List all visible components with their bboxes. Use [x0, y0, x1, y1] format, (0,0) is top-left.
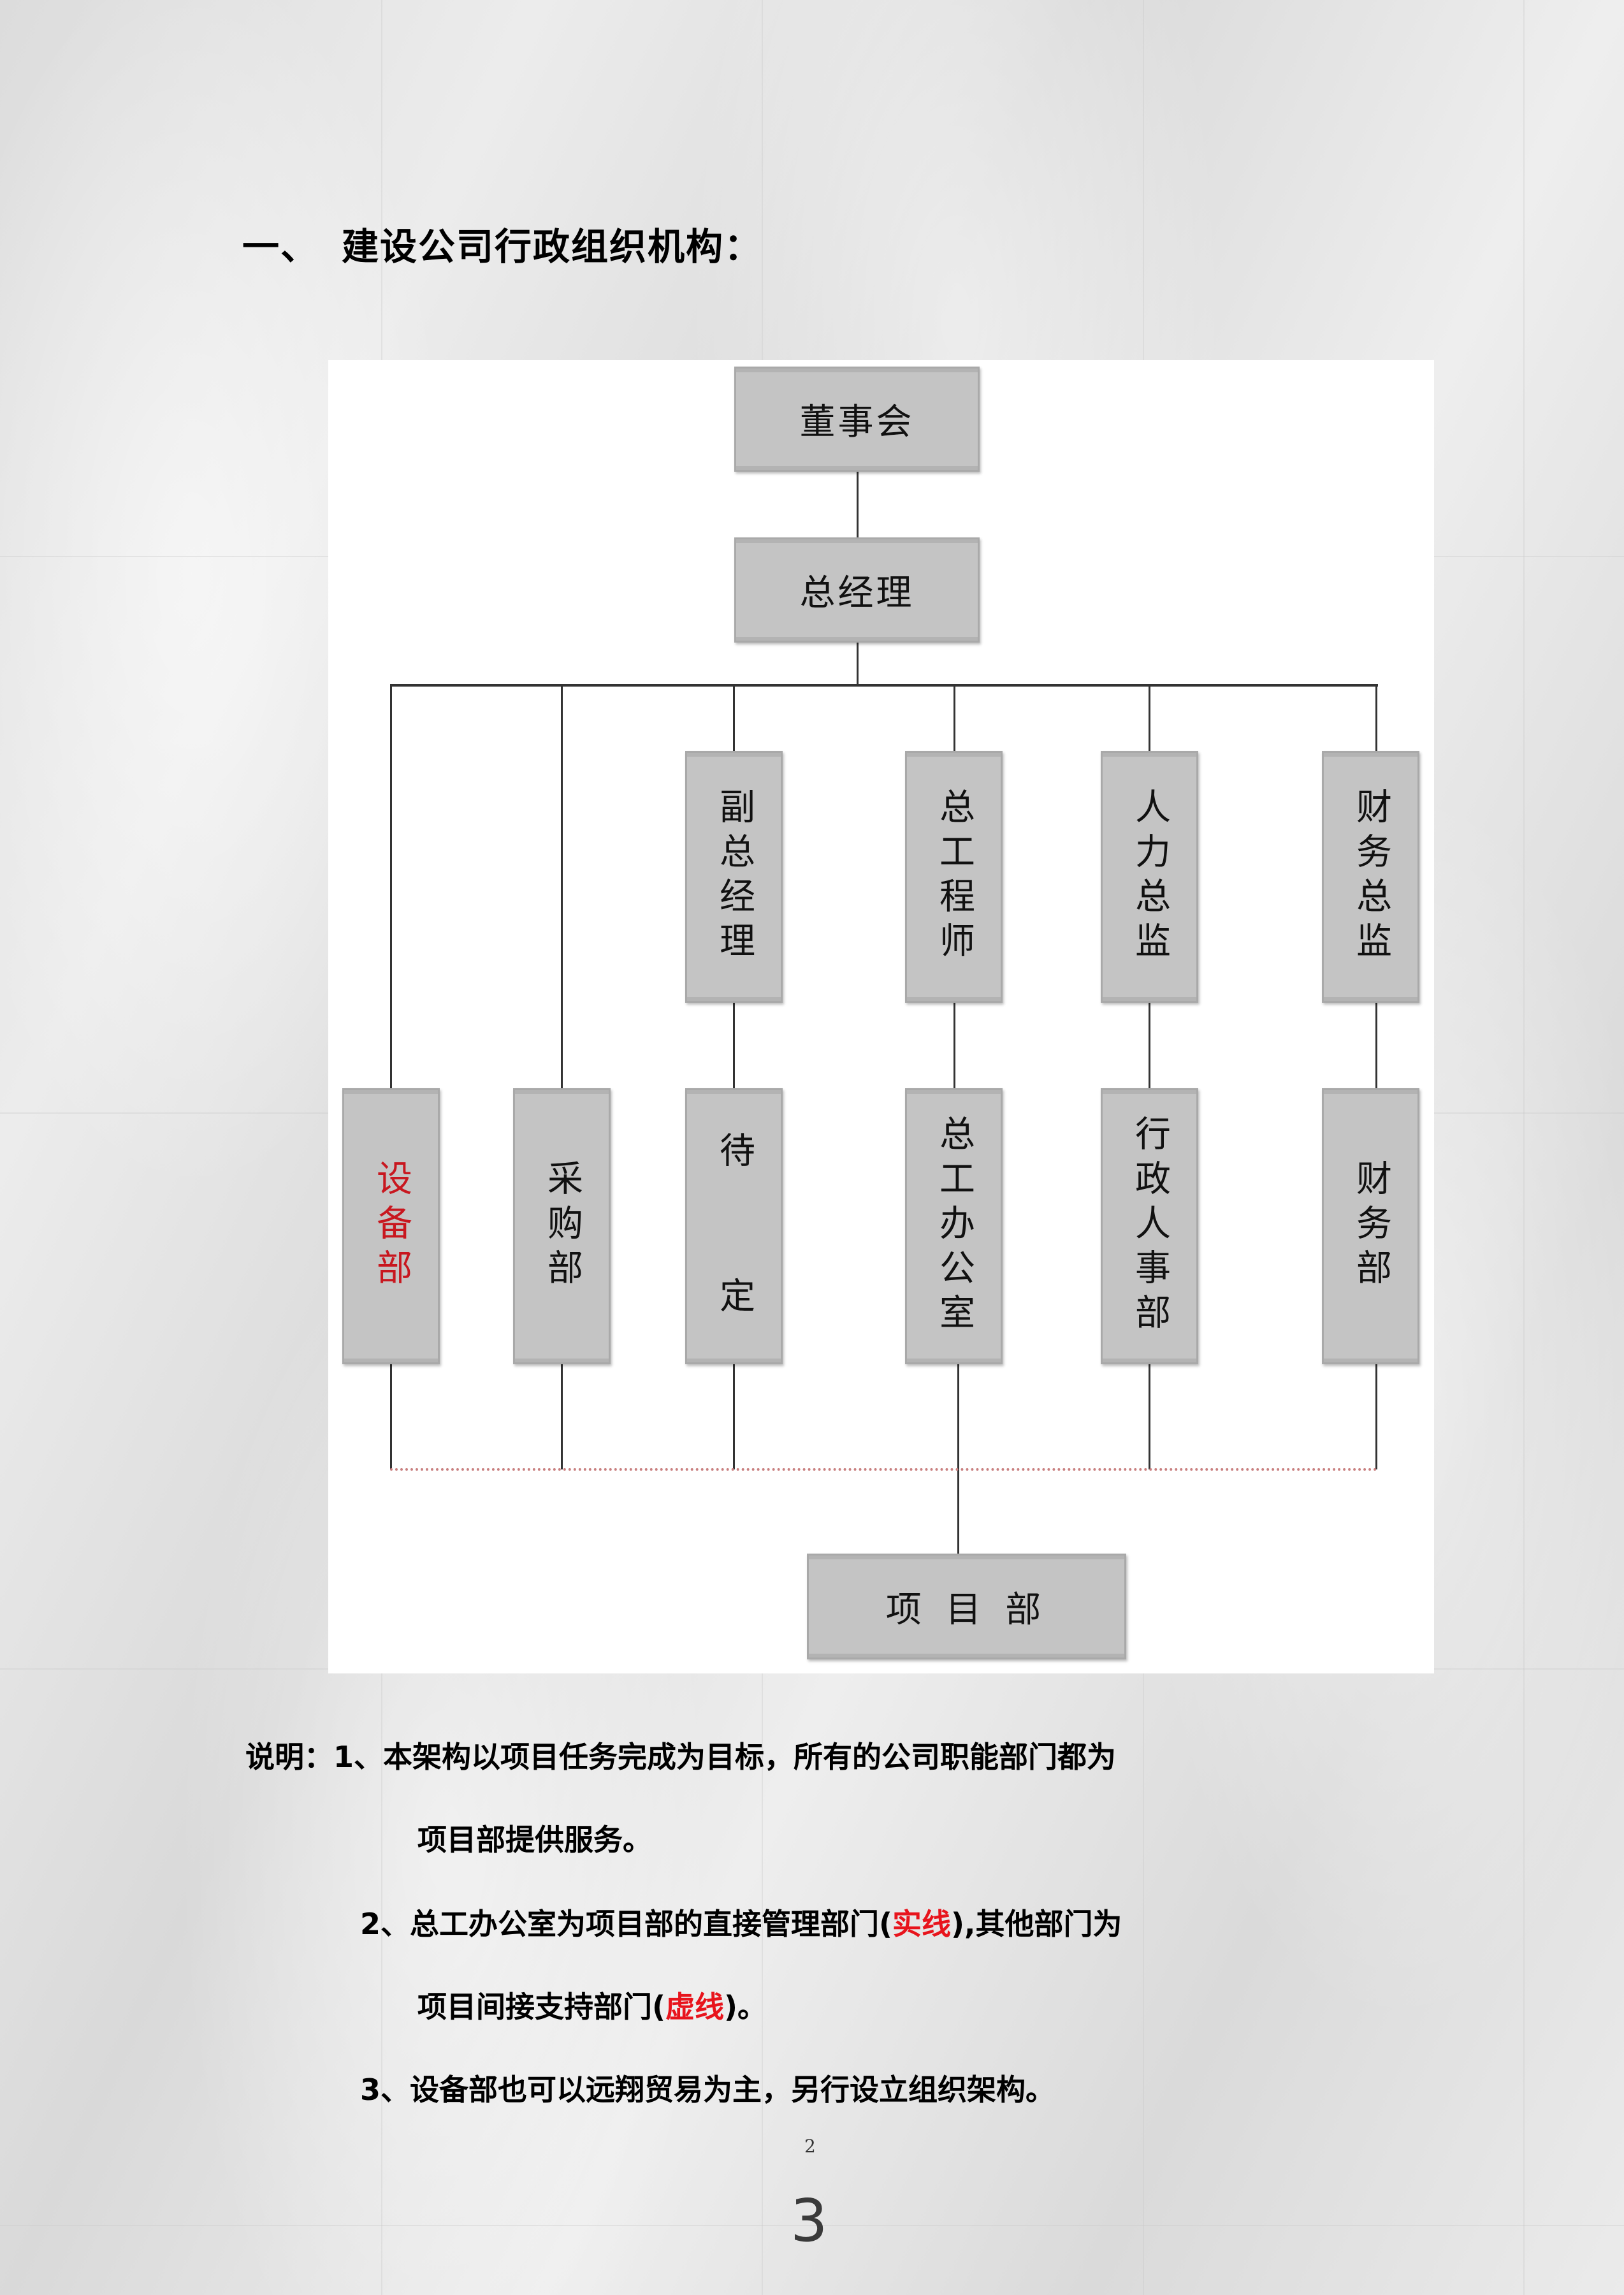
inner-page-number: 2: [804, 2136, 816, 2157]
note-dashed-line-label: 虚线: [665, 1990, 725, 2024]
connector-bar-hr: [1149, 684, 1150, 751]
connector-bar-deputy: [733, 684, 735, 751]
page-number: 3: [790, 2187, 828, 2255]
box-finance-director: 财务总监: [1322, 751, 1419, 1003]
box-tbd: 待 定: [685, 1088, 783, 1364]
box-admin-hr-dept: 行政人事部: [1101, 1088, 1198, 1364]
heading-title: 建设公司行政组织机构：: [342, 225, 763, 268]
notes-prefix: 说明：: [245, 1740, 333, 1774]
connector-bar-equipment: [390, 684, 392, 1088]
box-finance-dept: 财务部: [1322, 1088, 1419, 1364]
section-heading: 一、建设公司行政组织机构：: [242, 217, 762, 270]
box-board: 董事会: [734, 367, 980, 472]
box-chief-engineer: 总工程师: [905, 751, 1003, 1003]
box-label: 行政人事部: [1129, 1114, 1171, 1338]
connector-bar-purchasing: [561, 684, 563, 1088]
box-label: 待 定: [713, 1131, 755, 1322]
connector-purchasing-down: [561, 1364, 563, 1469]
note-1-line-1: 说明：1、本架构以项目任务完成为目标，所有的公司职能部门都为: [245, 1734, 1116, 1776]
box-chief-engineer-office: 总工办公室: [905, 1088, 1003, 1364]
box-project-dept: 项 目 部: [807, 1554, 1126, 1659]
box-label: 采购部: [541, 1159, 583, 1293]
box-label: 董事会: [799, 402, 915, 443]
note-text: 项目部提供服务。: [417, 1823, 652, 1857]
box-label: 设备部: [370, 1159, 412, 1293]
note-text: 3、设备部也可以远翔贸易为主，另行设立组织架构。: [360, 2073, 1055, 2107]
connector-dashed-support: [390, 1468, 1377, 1471]
connector-solid-office-project: [957, 1364, 959, 1554]
connector-equipment-down: [390, 1364, 392, 1469]
heading-number: 一、: [242, 225, 319, 268]
connector-finance-down: [1375, 1364, 1377, 1469]
connector-admin-down: [1149, 1364, 1150, 1469]
note-2-line-2: 项目间接支持部门(虚线)。: [417, 1984, 767, 2026]
background-seam: [1523, 0, 1525, 2295]
note-text: 项目间接支持部门(: [417, 1990, 666, 2024]
box-label: 项 目 部: [885, 1589, 1048, 1631]
box-label: 总工办公室: [933, 1114, 975, 1338]
box-hr-director: 人力总监: [1101, 751, 1198, 1003]
note-solid-line-label: 实线: [892, 1907, 952, 1941]
box-deputy-gm: 副总经理: [685, 751, 783, 1003]
box-label: 总工程师: [933, 787, 975, 966]
connector-bar-finance: [1375, 684, 1377, 751]
connector-chiefeng-office: [953, 1003, 955, 1088]
connector-horizontal-bar: [390, 684, 1378, 687]
box-equipment-dept: 设备部: [342, 1088, 440, 1364]
box-purchasing-dept: 采购部: [513, 1088, 611, 1364]
note-text: 1、本架构以项目任务完成为目标，所有的公司职能部门都为: [333, 1740, 1117, 1774]
connector-findir-fin: [1375, 1003, 1377, 1088]
note-text: 2、总工办公室为项目部的直接管理部门(: [360, 1907, 893, 1941]
note-text: )。: [724, 1990, 767, 2024]
connector-bar-chiefeng: [953, 684, 955, 751]
connector-deputy-tbd: [733, 1003, 735, 1088]
note-3: 3、设备部也可以远翔贸易为主，另行设立组织架构。: [360, 2067, 1055, 2109]
background-seam: [0, 2225, 1624, 2226]
note-1-line-2: 项目部提供服务。: [417, 1817, 652, 1859]
box-label: 总经理: [799, 572, 915, 614]
box-label: 人力总监: [1129, 787, 1171, 966]
connector-hr-admin: [1149, 1003, 1150, 1088]
connector-tbd-down: [733, 1364, 735, 1469]
note-text: ),其他部门为: [951, 1907, 1122, 1941]
box-label: 财务部: [1350, 1159, 1392, 1293]
connector-gm-bar: [857, 643, 859, 685]
box-general-manager: 总经理: [734, 537, 980, 643]
box-label: 副总经理: [713, 787, 755, 966]
connector-board-gm: [857, 472, 859, 537]
box-label: 财务总监: [1350, 787, 1392, 966]
note-2-line-1: 2、总工办公室为项目部的直接管理部门(实线),其他部门为: [360, 1901, 1122, 1943]
